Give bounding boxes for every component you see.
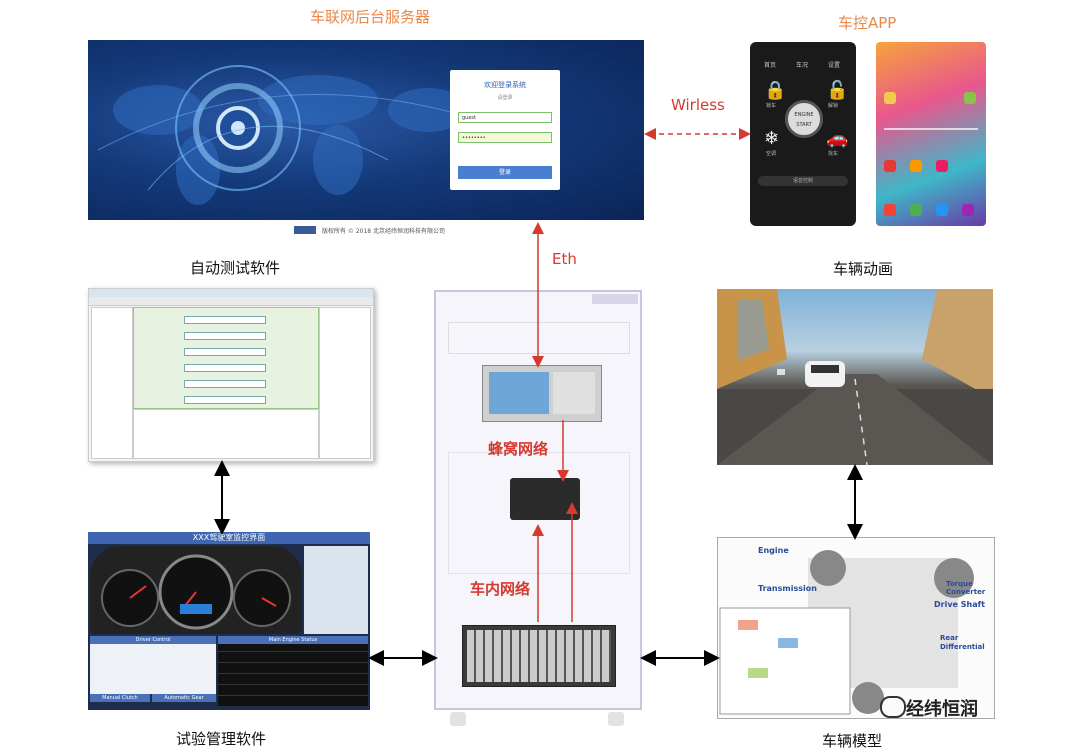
- eth-label: Eth: [552, 250, 577, 268]
- server-title: 车联网后台服务器: [310, 8, 431, 26]
- password-field[interactable]: ••••••••: [458, 132, 552, 143]
- flow-editor: [133, 307, 319, 409]
- phone-tab-status[interactable]: 车况: [796, 62, 809, 69]
- results-table: [133, 409, 319, 459]
- rack-logo: [592, 294, 638, 304]
- drive-shaft-part-label: Drive Shaft: [934, 600, 985, 609]
- voice-control-button[interactable]: 语音控制: [758, 176, 848, 186]
- car-control-phone: 首页 车况 设置 🔒 锁车 🔓 解锁 ENGINE START ❄ 空调 🚗 找…: [750, 42, 856, 226]
- app-icon[interactable]: [910, 160, 922, 172]
- rear-differential-part-label: Rear Differential: [940, 634, 985, 651]
- app-icon[interactable]: [962, 204, 974, 216]
- auto-test-title: 自动测试软件: [190, 259, 281, 277]
- monitor-title: XXX驾驶室监控界面: [88, 532, 370, 544]
- phone-home-screen: [876, 42, 986, 226]
- app-icon[interactable]: [936, 160, 948, 172]
- ac-icon[interactable]: ❄: [764, 128, 780, 149]
- engine-label: ENGINE: [794, 112, 814, 118]
- app-icon[interactable]: [884, 160, 896, 172]
- dashboard-cluster: [90, 546, 302, 634]
- login-button[interactable]: 登录: [458, 166, 552, 179]
- toolbar: [89, 297, 373, 306]
- app-icon[interactable]: [884, 204, 896, 216]
- company-logo: [294, 226, 316, 234]
- wechat-icon: [880, 696, 906, 718]
- test-mgmt-screenshot: XXX驾驶室监控界面 Driver Control Manual Clutch …: [88, 532, 370, 710]
- window-titlebar: [89, 289, 373, 297]
- lock-label: 锁车: [766, 103, 777, 109]
- engine-status-grid: [218, 644, 368, 706]
- properties-panel: [319, 307, 371, 459]
- unlock-icon[interactable]: 🔓: [826, 80, 849, 101]
- vehicle-model-screenshot: Engine Transmission Torque Converter Dri…: [717, 537, 995, 719]
- find-car-icon[interactable]: 🚗: [826, 128, 849, 149]
- brightness-slider[interactable]: [884, 128, 978, 130]
- phone-tab-settings[interactable]: 设置: [828, 62, 841, 69]
- cellular-label: 蜂窝网络: [488, 440, 549, 458]
- driver-control-panel: [90, 644, 216, 694]
- vehicle-anim-title: 车辆动画: [833, 260, 894, 278]
- instrument-keypad: [553, 372, 595, 414]
- app-icon[interactable]: [964, 92, 976, 104]
- torque-converter-part-label: Torque Converter: [946, 580, 986, 596]
- engine-part-label: Engine: [758, 546, 789, 555]
- login-subtitle: 请登录: [497, 95, 513, 101]
- vehicle-model-title: 车辆模型: [822, 732, 883, 750]
- app-icon[interactable]: [910, 204, 922, 216]
- app-icon[interactable]: [936, 204, 948, 216]
- login-title: 欢迎登录系统: [484, 81, 526, 89]
- test-instrument: [482, 365, 602, 422]
- watermark-text: 经纬恒润: [906, 699, 978, 720]
- vehicle-animation-screenshot: [717, 289, 993, 465]
- pxi-chassis: [462, 625, 616, 687]
- test-mgmt-title: 试验管理软件: [176, 730, 267, 748]
- instrument-screen: [489, 372, 549, 414]
- switch-panel: [304, 546, 368, 634]
- wirless-label: Wirless: [671, 96, 725, 114]
- in-vehicle-network-label: 车内网络: [470, 580, 531, 598]
- transmission-part-label: Transmission: [758, 584, 817, 593]
- app-icon[interactable]: [884, 92, 896, 104]
- find-car-label: 找车: [828, 151, 839, 157]
- lock-icon[interactable]: 🔒: [764, 80, 787, 101]
- engine-start-button[interactable]: ENGINE START: [785, 100, 823, 138]
- phone-tab-home[interactable]: 首页: [764, 62, 777, 69]
- auto-test-screenshot: [88, 288, 374, 462]
- automatic-gear-header: Automatic Gear: [152, 694, 216, 702]
- rack-wheel: [450, 712, 466, 726]
- pxi-slots: [467, 630, 611, 682]
- engine-status-header: Main Engine Status: [218, 636, 368, 644]
- app-title: 车控APP: [838, 14, 897, 32]
- server-footer: 版权所有 © 2018 北京经纬恒润科技有限公司: [322, 228, 445, 235]
- rack-wheel: [608, 712, 624, 726]
- start-label: START: [796, 122, 812, 128]
- driver-control-header: Driver Control: [90, 636, 216, 644]
- rack-shelf: [448, 452, 630, 574]
- username-field[interactable]: guest: [458, 112, 552, 123]
- unlock-label: 解锁: [828, 103, 839, 109]
- world-map-graphic: [97, 65, 509, 205]
- manual-clutch-header: Manual Clutch: [90, 694, 150, 702]
- project-tree: [91, 307, 133, 459]
- ac-label: 空调: [766, 151, 777, 157]
- login-dialog: 欢迎登录系统 请登录 guest •••••••• 登录: [450, 70, 560, 190]
